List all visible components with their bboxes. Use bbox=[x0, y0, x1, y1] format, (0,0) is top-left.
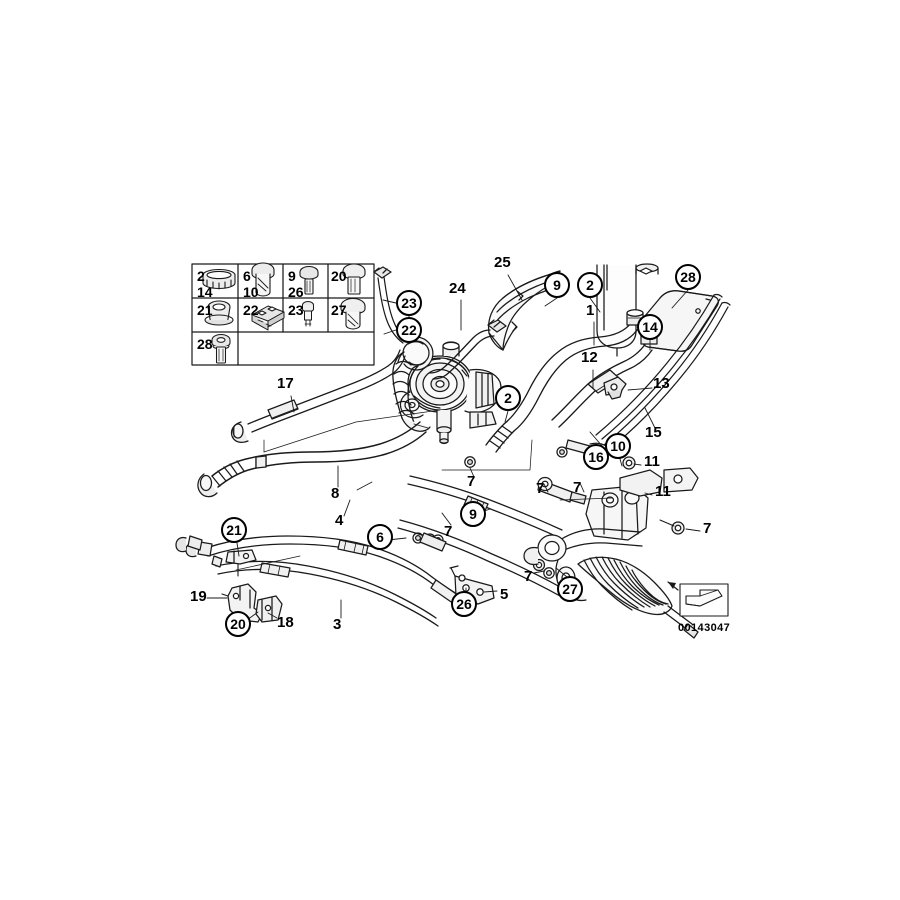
legend-number-22: 22 bbox=[243, 302, 259, 318]
callout-3[interactable]: 3 bbox=[333, 616, 342, 633]
legend-icon-hollow-screw bbox=[340, 297, 366, 330]
callout-7a[interactable]: 7 bbox=[703, 520, 712, 537]
pipe-lower-run bbox=[397, 519, 563, 597]
legend-number-26: 26 bbox=[288, 284, 304, 300]
legend-number-20: 20 bbox=[331, 268, 347, 284]
callout-circle-14[interactable]: 14 bbox=[637, 314, 663, 340]
callout-12[interactable]: 12 bbox=[581, 349, 598, 366]
legend-number-2: 2 bbox=[197, 268, 205, 284]
callout-24[interactable]: 24 bbox=[449, 280, 466, 297]
washer-set-lower bbox=[532, 558, 555, 579]
callout-circle-9b[interactable]: 9 bbox=[460, 501, 486, 527]
legend-icon-hex-bolt bbox=[299, 265, 319, 295]
callout-19[interactable]: 19 bbox=[190, 588, 207, 605]
callout-5[interactable]: 5 bbox=[500, 586, 509, 603]
legend-icon-bracket-clip bbox=[251, 305, 285, 331]
callout-circle-20[interactable]: 20 bbox=[225, 611, 251, 637]
legend-number-6: 6 bbox=[243, 268, 251, 284]
legend-icon-flange-bolt bbox=[342, 263, 366, 295]
callout-13[interactable]: 13 bbox=[653, 375, 670, 392]
callout-18[interactable]: 18 bbox=[277, 614, 294, 631]
pipe-part-3 bbox=[215, 560, 439, 627]
callout-circle-10[interactable]: 10 bbox=[605, 433, 631, 459]
pipe-part-4 bbox=[185, 535, 435, 586]
callout-1[interactable]: 1 bbox=[586, 302, 595, 319]
callout-7d[interactable]: 7 bbox=[536, 480, 545, 497]
legend-icon-flange-nut bbox=[204, 300, 234, 326]
legend-icon-torx-bolt bbox=[211, 333, 231, 364]
fluid-reservoir-assembly bbox=[596, 263, 659, 357]
washer-set-upper-center bbox=[464, 456, 476, 468]
steering-gear-assembly bbox=[523, 467, 699, 639]
legend-icon-banjo-bolt bbox=[251, 262, 275, 297]
callout-15[interactable]: 15 bbox=[645, 424, 662, 441]
hose-part-1 bbox=[485, 309, 644, 453]
legend-number-14: 14 bbox=[197, 284, 213, 300]
callout-circle-22[interactable]: 22 bbox=[396, 317, 422, 343]
callout-17[interactable]: 17 bbox=[277, 375, 294, 392]
power-steering-pump bbox=[399, 336, 502, 445]
callout-11a[interactable]: 11 bbox=[644, 453, 660, 470]
callout-25[interactable]: 25 bbox=[494, 254, 511, 271]
callout-circle-27[interactable]: 27 bbox=[557, 576, 583, 602]
callout-circle-23[interactable]: 23 bbox=[396, 290, 422, 316]
callout-7f[interactable]: 7 bbox=[524, 568, 533, 585]
reservoir-bracket-part-28 bbox=[641, 290, 719, 352]
callout-circle-28[interactable]: 28 bbox=[675, 264, 701, 290]
pipe-part-24 bbox=[429, 319, 507, 380]
legend-icon-stud-bolt bbox=[302, 301, 314, 327]
diagram-id-code: 00143047 bbox=[678, 622, 731, 634]
callout-7e[interactable]: 7 bbox=[573, 479, 582, 496]
legend-number-9: 9 bbox=[288, 268, 296, 284]
legend-icon-clamp-ring bbox=[202, 268, 236, 290]
callout-circle-26[interactable]: 26 bbox=[451, 591, 477, 617]
callout-circle-2b[interactable]: 2 bbox=[495, 385, 521, 411]
cooler-lines-part-15 bbox=[595, 293, 731, 450]
pipe-left-end-fittings bbox=[175, 535, 223, 568]
callout-circle-9[interactable]: 9 bbox=[544, 272, 570, 298]
leader-lines bbox=[206, 274, 701, 621]
callout-7b[interactable]: 7 bbox=[444, 523, 453, 540]
callout-circle-2[interactable]: 2 bbox=[577, 272, 603, 298]
callout-4[interactable]: 4 bbox=[335, 512, 344, 529]
callout-circle-21[interactable]: 21 bbox=[221, 517, 247, 543]
legend-number-27: 27 bbox=[331, 302, 347, 318]
legend-number-10: 10 bbox=[243, 284, 259, 300]
callout-8[interactable]: 8 bbox=[331, 485, 340, 502]
callout-11b[interactable]: 11 bbox=[655, 483, 671, 500]
washer-11-upper bbox=[622, 456, 636, 470]
legend-number-21: 21 bbox=[197, 302, 213, 318]
callout-circle-16[interactable]: 16 bbox=[583, 444, 609, 470]
bracket-part-18 bbox=[255, 595, 283, 623]
legend-number-23: 23 bbox=[288, 302, 304, 318]
callout-7c[interactable]: 7 bbox=[467, 473, 476, 490]
legend-number-28: 28 bbox=[197, 336, 213, 352]
hose-part-17 bbox=[230, 349, 406, 443]
bracket-part-21 bbox=[225, 549, 257, 577]
hose-part-8 bbox=[197, 421, 427, 498]
direction-indicator-box bbox=[667, 581, 729, 617]
callout-circle-6[interactable]: 6 bbox=[367, 524, 393, 550]
